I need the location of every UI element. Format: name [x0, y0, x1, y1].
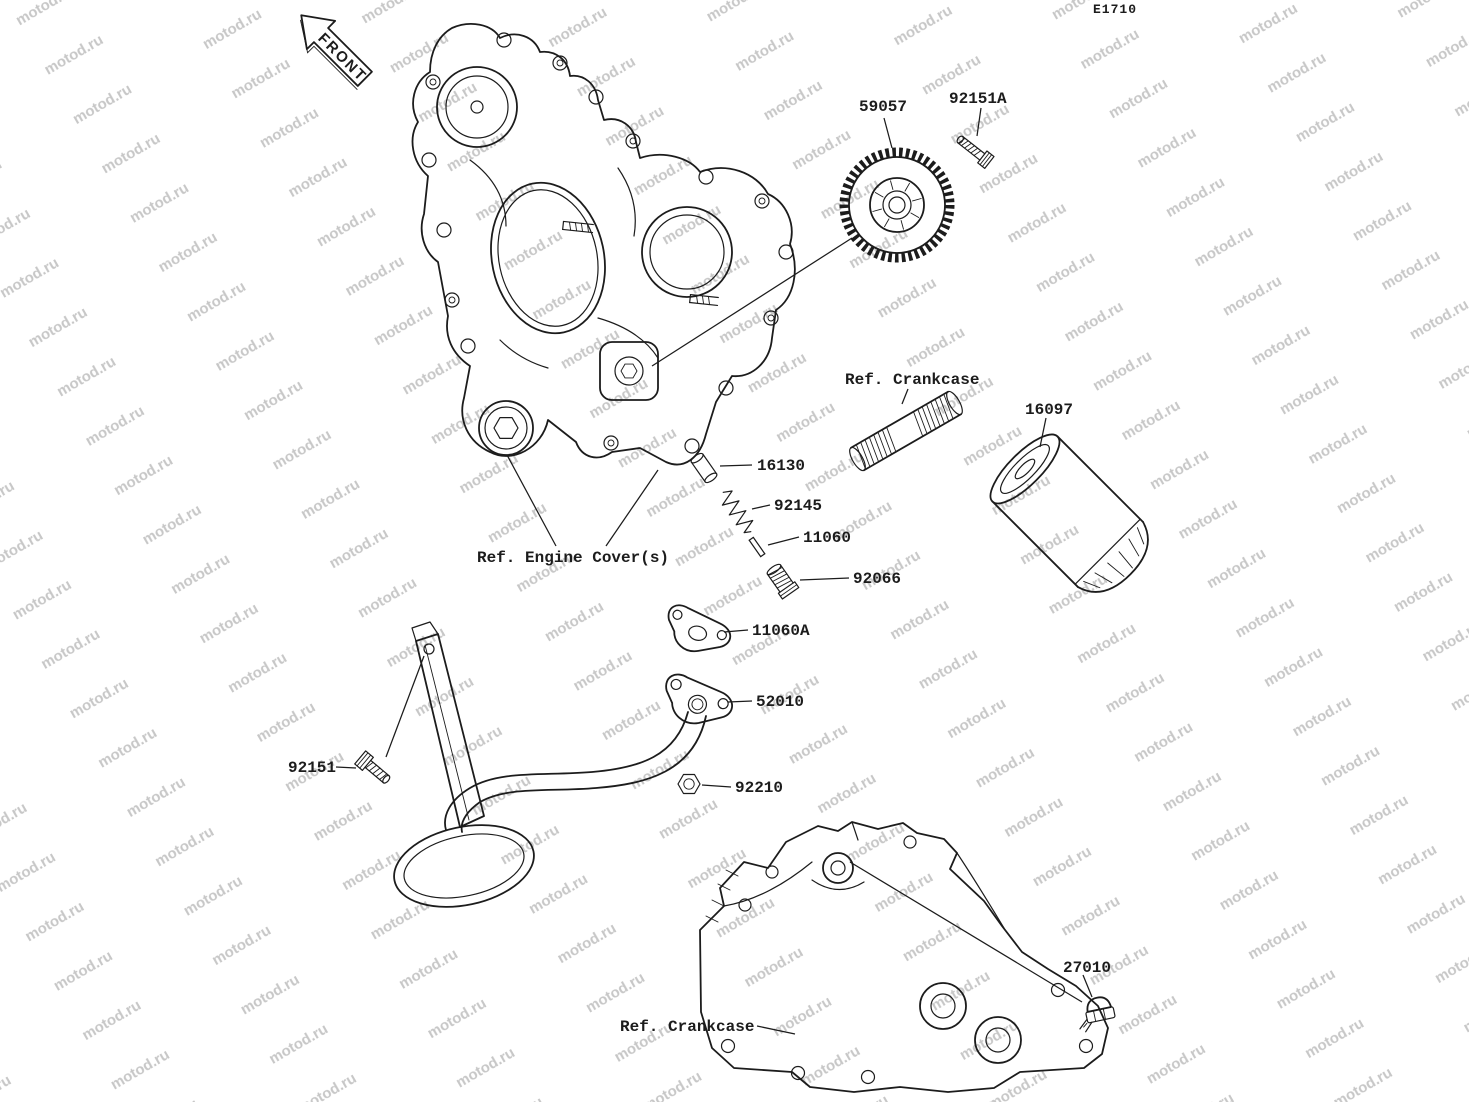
- gear-bolt: [956, 135, 995, 169]
- callout-27010: 27010: [1063, 959, 1112, 977]
- crankcase-fitting: [849, 390, 963, 472]
- callout-ref-crankcase-bottom: Ref. Crankcase: [620, 1018, 755, 1036]
- callout-11060: 11060: [803, 529, 852, 547]
- callout-ref-engine-cover: Ref. Engine Cover(s): [477, 549, 670, 567]
- callout-92151: 92151: [288, 759, 337, 777]
- oil-pump-gear: [839, 147, 955, 263]
- callout-16130: 16130: [757, 457, 806, 475]
- relief-valve-plug: [690, 452, 718, 484]
- callout-59057: 59057: [859, 98, 908, 116]
- engine-cover: [411, 23, 796, 466]
- callout-92145: 92145: [774, 497, 823, 515]
- pressure-switch: [1079, 996, 1116, 1033]
- callout-92151a: 92151A: [949, 90, 1007, 108]
- callout-92210: 92210: [735, 779, 784, 797]
- pipe-nut: [677, 773, 701, 795]
- screen-bracket: [411, 621, 485, 828]
- callout-52010: 52010: [756, 693, 805, 711]
- relief-valve-shim: [748, 536, 766, 558]
- oil-filter: [989, 433, 1149, 593]
- relief-valve-spring: [721, 490, 754, 534]
- callout-16097: 16097: [1025, 401, 1074, 419]
- callout-92066: 92066: [853, 570, 902, 588]
- bracket-bolt: [354, 750, 391, 784]
- crankcase: [699, 821, 1109, 1093]
- diagram-code: E1710: [1093, 2, 1138, 17]
- callout-ref-crankcase-top: Ref. Crankcase: [845, 371, 980, 389]
- leader-lines: [335, 107, 1093, 1035]
- relief-valve-cap: [766, 563, 800, 600]
- gasket-11060a: [667, 604, 732, 653]
- callout-11060a: 11060A: [752, 622, 810, 640]
